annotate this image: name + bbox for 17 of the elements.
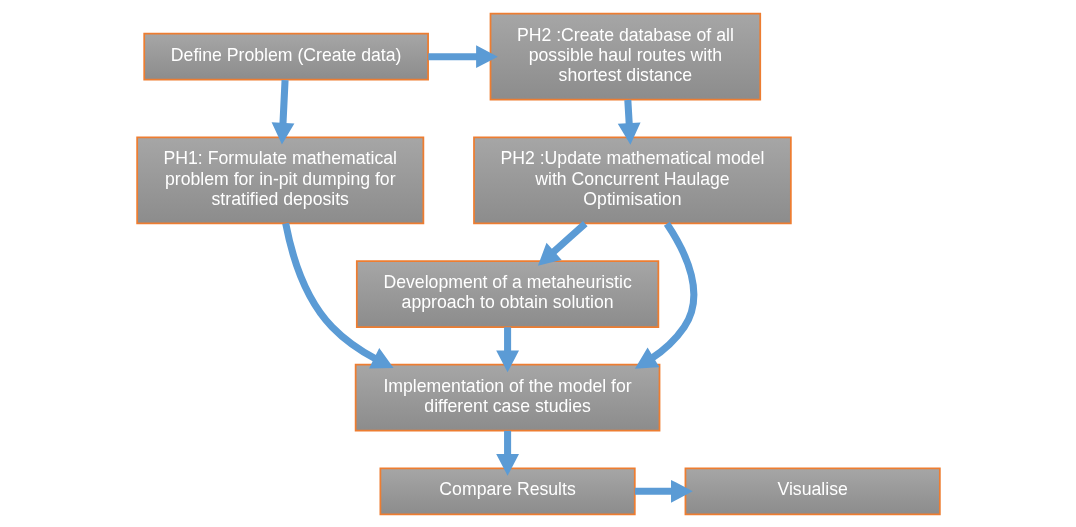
arrow [495,326,519,372]
node-box: Compare Results [379,466,636,515]
arrow [617,99,641,145]
node-box: PH2 :Update mathematical model with Concurrent Haulage Optimisation [472,136,792,224]
node-box: PH2 :Create database of all possible haul routes with shortest distance [489,12,761,101]
arrow [634,479,693,503]
node-box: PH1: Formulate mathematical problem for in-pit dumping for stratified deposits [135,136,424,224]
arrow [537,220,588,266]
arrow [634,221,697,369]
arrow [427,44,498,68]
arrow [271,79,294,145]
arrow [281,222,394,369]
node-box: Define Problem (Create data) [142,32,429,81]
node-box: Implementation of the model for different case studies [354,363,660,432]
arrow [495,430,519,476]
node-box: Visualise [684,466,941,515]
node-box: Development of a metaheuristic approach to obtain solution [355,259,659,328]
